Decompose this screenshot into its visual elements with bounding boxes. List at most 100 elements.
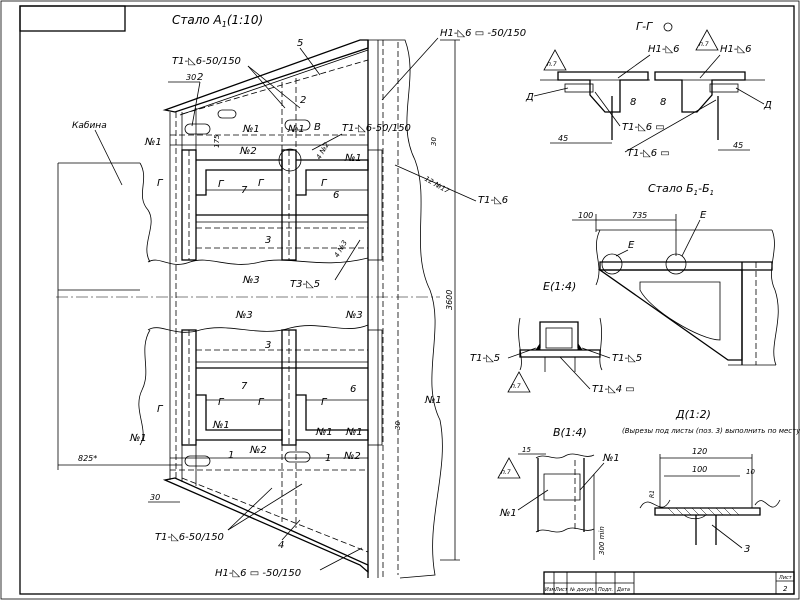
detail-e-break [518, 317, 603, 371]
cabin-label: Кабина [72, 121, 107, 131]
weld-label-t3: Т3-◺5 [290, 279, 320, 290]
section-marker-g6: Г [218, 397, 225, 408]
top-left-stamp [19, 5, 126, 32]
main-view-title: Стало А1(1:10) [172, 13, 263, 29]
detail-d-pos3: 3 [744, 544, 750, 555]
weld-label-t1-top: Т1-◺6-50/150 [172, 56, 241, 67]
title-block-sheet-num: 2 [783, 585, 788, 593]
detail-v-dim15: 15 [522, 446, 531, 454]
pos-2b: 2 [300, 95, 306, 106]
title-block-podp: Подп. [598, 587, 613, 593]
n1-label-e: №1 [424, 395, 442, 406]
section-bb-dim100: 100 [578, 211, 593, 220]
section-marker-g3: Г [258, 178, 265, 189]
dim-30-right-b: 30 [394, 421, 402, 430]
n3-label-a: №3 [242, 275, 260, 286]
detail-e-tri-label: п.7 [511, 383, 521, 390]
detail-e-title: Е(1:4) [543, 280, 576, 293]
pos-7b: 7 [241, 381, 248, 392]
weld-leader-t1-right [394, 164, 477, 202]
detail-v-n1a: №1 [602, 453, 620, 464]
lower-break [147, 324, 369, 333]
detail-v-title: В(1:4) [553, 426, 587, 439]
weld-leader-t1-bottom-b [227, 483, 303, 531]
section-gg-d-right: Д [763, 100, 772, 111]
detail-d-dim-r: R1 [649, 490, 656, 498]
section-gg-h1-left-leader [617, 54, 651, 79]
pos-2a: 2 [197, 72, 203, 83]
n2-label-c: №2 [343, 451, 361, 462]
detail-d-cut [683, 514, 707, 520]
cabin-outline [57, 162, 140, 291]
detail-d-break [639, 499, 781, 509]
svg-text:825*: 825* [78, 454, 97, 463]
detail-d-note: (Вырезы под листы (поз. 3) выполнить по … [622, 427, 800, 435]
weld-leader-h1-top [381, 37, 439, 101]
post-ties [169, 78, 297, 528]
dim-30-top: 30 [186, 73, 196, 82]
detail-v-break-bottom [535, 527, 595, 533]
section-gg-h1-right: Н1-◺6 [720, 44, 752, 55]
n1-label-g: №1 [212, 420, 230, 431]
title-block-data: Дата [616, 587, 630, 593]
detail-v-marker [278, 148, 302, 172]
upper-posts [181, 149, 383, 261]
upper-beams [196, 159, 369, 249]
section-gg: Г-Г Н1-◺6 Н1-◺6 Т1-◺6 ▭ Т1-◺6 ▭ 8 8 Д Д … [525, 20, 772, 159]
n2-label-b: №2 [249, 445, 267, 456]
section-gg-right-plate [709, 83, 739, 93]
section-gg-t1-b: Т1-◺6 ▭ [627, 148, 670, 159]
detail-e: Е(1:4) Т1-◺5 Т1-◺5 Т1-◺4 ▭ п.7 [470, 280, 642, 395]
section-bb-e1: Е [628, 240, 635, 251]
detail-v-plate [543, 473, 581, 501]
section-gg-t1-a: Т1-◺6 ▭ [622, 122, 665, 133]
detail-v-n1b: №1 [499, 508, 517, 519]
section-marker-g8: Г [321, 397, 328, 408]
pos-6a: 6 [333, 190, 339, 201]
detail-d-stem [695, 515, 717, 545]
lower-beams [196, 349, 369, 441]
n1-label-h: №1 [315, 427, 333, 438]
section-bb-bracket [597, 269, 743, 361]
pos-5-leader [299, 47, 321, 76]
title-block-doc: № докум. [569, 587, 595, 593]
n1-label-a: №1 [144, 137, 162, 148]
section-gg-tri-left-label: п.7 [547, 61, 557, 68]
pos-5: 5 [297, 38, 303, 49]
n2-label-a: №2 [239, 146, 257, 157]
lower-left-break [138, 329, 151, 446]
detail-e-t1-bottom-leader [559, 356, 591, 390]
section-bb-detail-e-circle-1 [601, 253, 623, 275]
top-plate [162, 39, 369, 113]
dim-30-bottom: 30 [150, 493, 160, 502]
slots-lower [184, 451, 311, 467]
detail-d-hatch [667, 507, 740, 516]
section-marker-g1: Г [157, 178, 164, 189]
section-gg-t1-leader-b [624, 99, 717, 153]
title-block-list: Лист [554, 587, 569, 593]
section-bb-title: Стало Б1-Б1 [648, 182, 714, 197]
weld-leader-t1-top-a [247, 65, 286, 109]
detail-d-plate [654, 507, 761, 516]
detail-d-dim120: 120 [692, 447, 707, 456]
n1-label-b: №1 [242, 124, 260, 135]
section-bb-detail-e-circle-2 [665, 253, 687, 275]
section-gg-d-right-leader [735, 87, 765, 105]
pos-1a: 1 [228, 450, 234, 461]
weld-label-h1-bottom: Н1-◺6 ▭ -50/150 [215, 568, 301, 579]
section-gg-dim45a: 45 [558, 134, 568, 143]
weld-label-h1-top: Н1-◺6 ▭ -50/150 [440, 28, 526, 39]
detail-v-triangle [497, 457, 521, 479]
detail-v-n1a-leader [579, 462, 605, 491]
detail-e-t1-left-leader [507, 347, 537, 359]
main-view: Стало А1(1:10) Кабина [56, 13, 526, 579]
weld-leader-h1-bottom [319, 547, 363, 571]
section-bb-e1-leader [615, 249, 629, 257]
weld-leader-t1-bottom-a [227, 487, 273, 531]
svg-text:3600: 3600 [445, 290, 454, 310]
detail-e-channel-inner [545, 327, 573, 349]
dim-4n3: 4 №3 [333, 239, 349, 259]
detail-e-t1-right: Т1-◺5 [612, 353, 642, 364]
